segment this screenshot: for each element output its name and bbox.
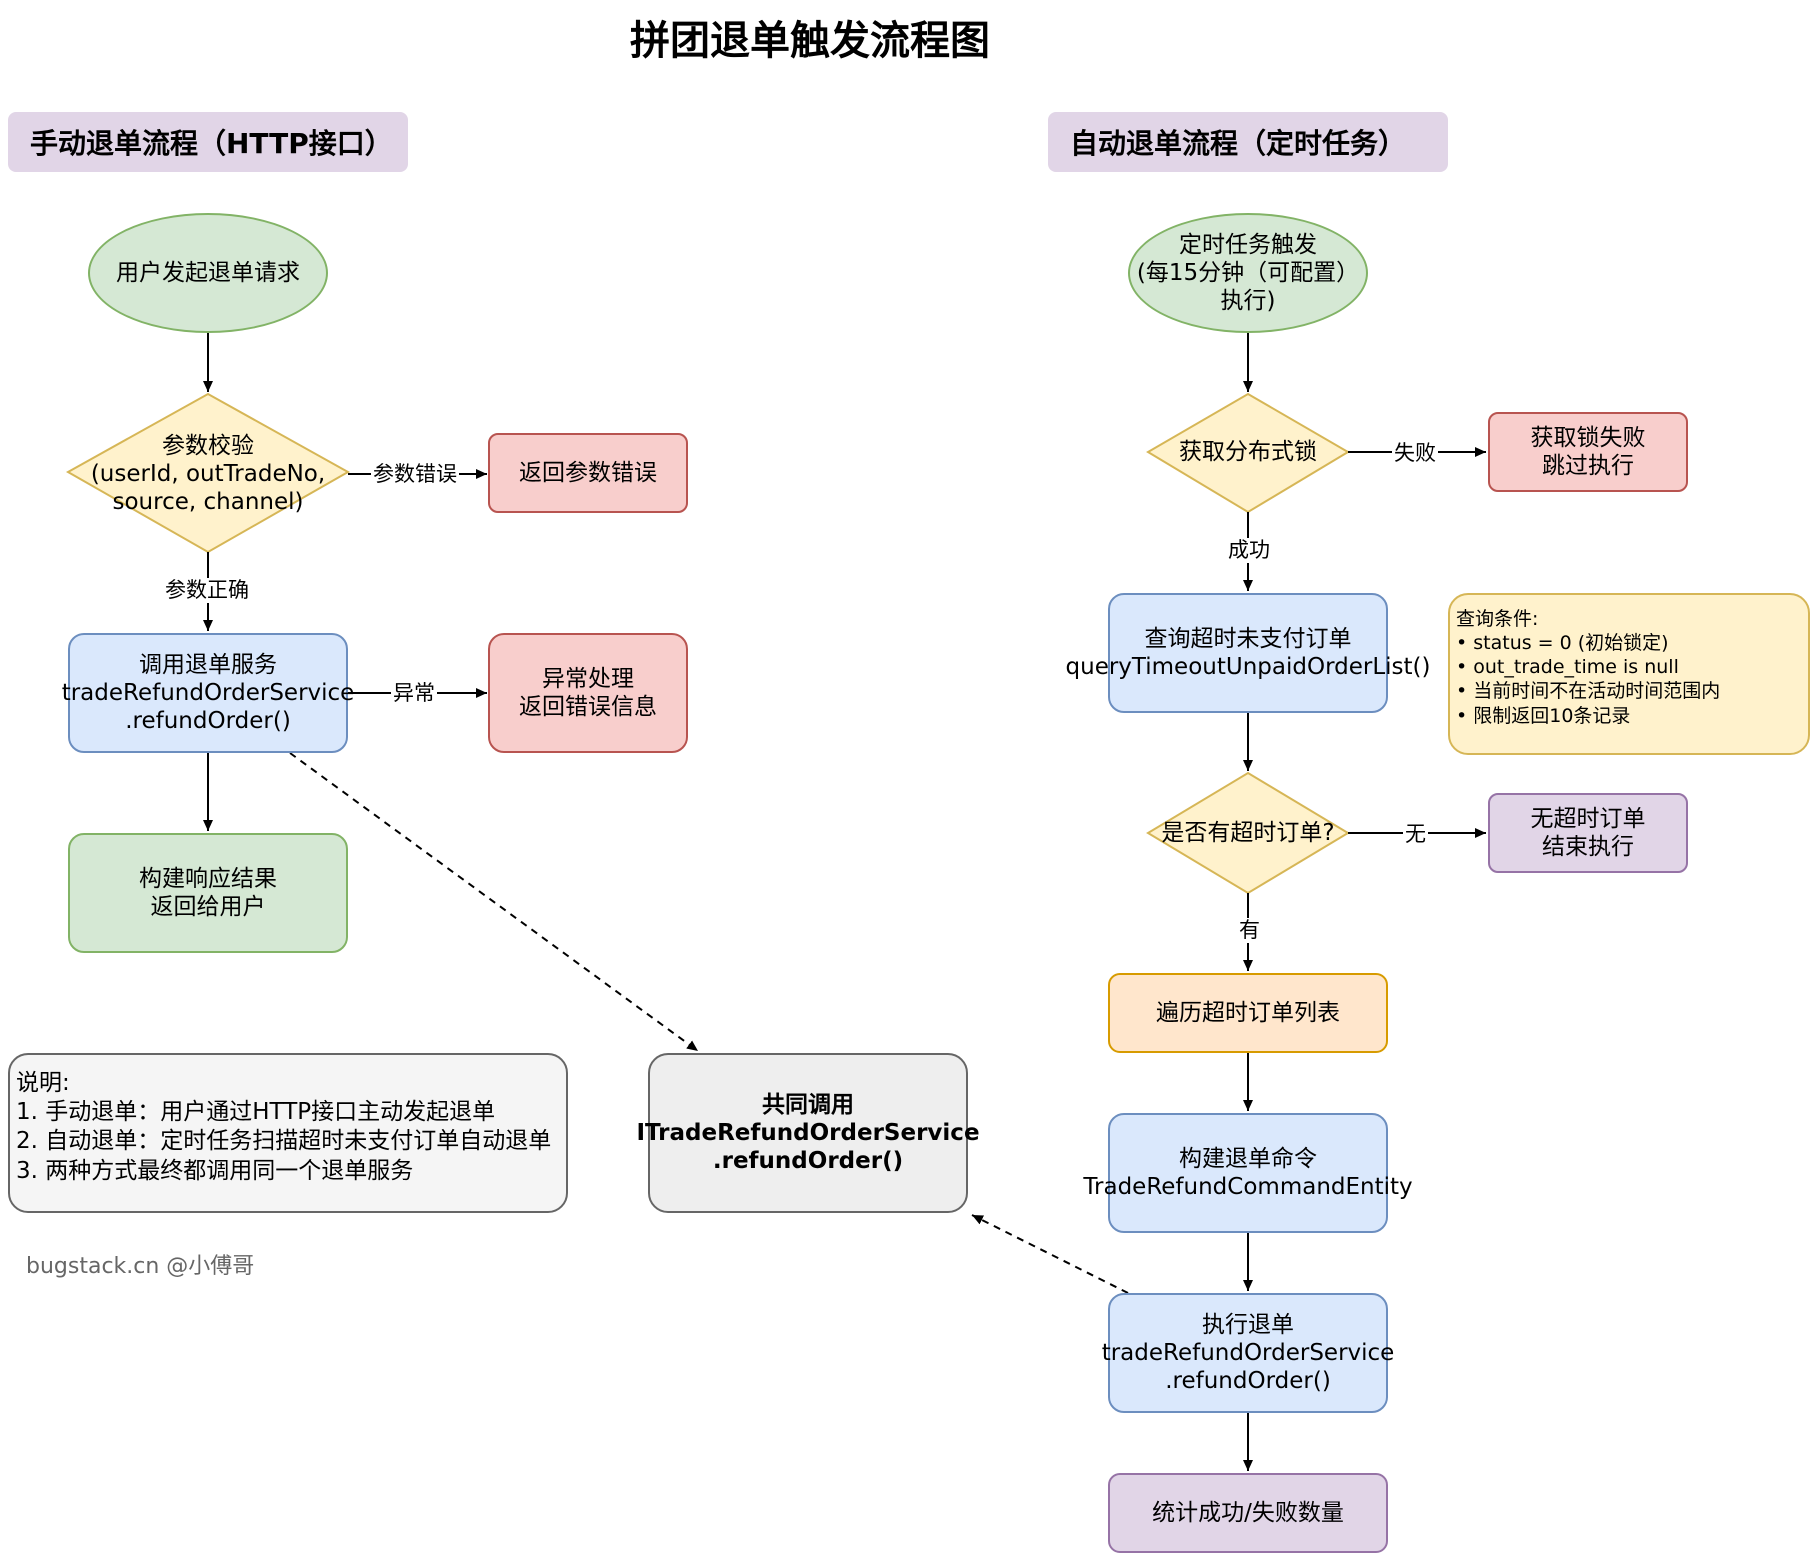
build-command-node: 构建退单命令 TradeRefundCommandEntity <box>1083 1113 1413 1233</box>
section-auto-header: 自动退单流程（定时任务） <box>1048 112 1448 172</box>
param-validate-label: 参数校验 (userId, outTradeNo, source, channe… <box>90 432 326 516</box>
edge-label-exception: 异常 <box>391 681 437 707</box>
shared-refund-service-node: 共同调用 ITradeRefundOrderService .refundOrd… <box>636 1053 980 1213</box>
execute-refund-node: 执行退单 tradeRefundOrderService .refundOrde… <box>1102 1293 1394 1413</box>
manual-start-node: 用户发起退单请求 <box>88 213 328 333</box>
section-manual-header: 手动退单流程（HTTP接口） <box>8 112 408 172</box>
exception-node: 异常处理 返回错误信息 <box>488 633 688 753</box>
footer-credit: bugstack.cn @小傅哥 <box>26 1254 255 1279</box>
build-response-node: 构建响应结果 返回给用户 <box>68 833 348 953</box>
dashed-arrow-auto-to-shared <box>971 1214 1129 1294</box>
call-refund-service-node: 调用退单服务 tradeRefundOrderService .refundOr… <box>62 633 354 753</box>
lock-label: 获取分布式锁 <box>1179 438 1317 465</box>
query-timeout-orders-node: 查询超时未支付订单 queryTimeoutUnpaidOrderList() <box>1066 593 1430 713</box>
lock-fail-node: 获取锁失败 跳过执行 <box>1488 412 1688 492</box>
no-timeout-node: 无超时订单 结束执行 <box>1488 793 1688 873</box>
query-conditions-note: 查询条件: • status = 0 (初始锁定) • out_trade_ti… <box>1448 593 1810 755</box>
explanation-note: 说明: 1. 手动退单：用户通过HTTP接口主动发起退单 2. 自动退单：定时任… <box>8 1053 568 1213</box>
iterate-orders-node: 遍历超时订单列表 <box>1108 973 1388 1053</box>
stats-node: 统计成功/失败数量 <box>1108 1473 1388 1553</box>
edge-label-param-ok: 参数正确 <box>163 578 251 604</box>
dashed-arrow-manual-to-shared <box>289 752 699 1052</box>
edge-label-yes: 有 <box>1237 918 1262 944</box>
diagram-title: 拼团退单触发流程图 <box>630 18 990 64</box>
auto-start-node: 定时任务触发 (每15分钟（可配置） 执行) <box>1128 213 1368 333</box>
edge-label-param-error: 参数错误 <box>371 462 459 488</box>
edge-label-fail: 失败 <box>1392 441 1438 467</box>
edge-label-success: 成功 <box>1226 538 1272 564</box>
edge-label-none: 无 <box>1403 822 1428 848</box>
param-error-node: 返回参数错误 <box>488 433 688 513</box>
has-timeout-label: 是否有超时订单? <box>1161 819 1335 846</box>
